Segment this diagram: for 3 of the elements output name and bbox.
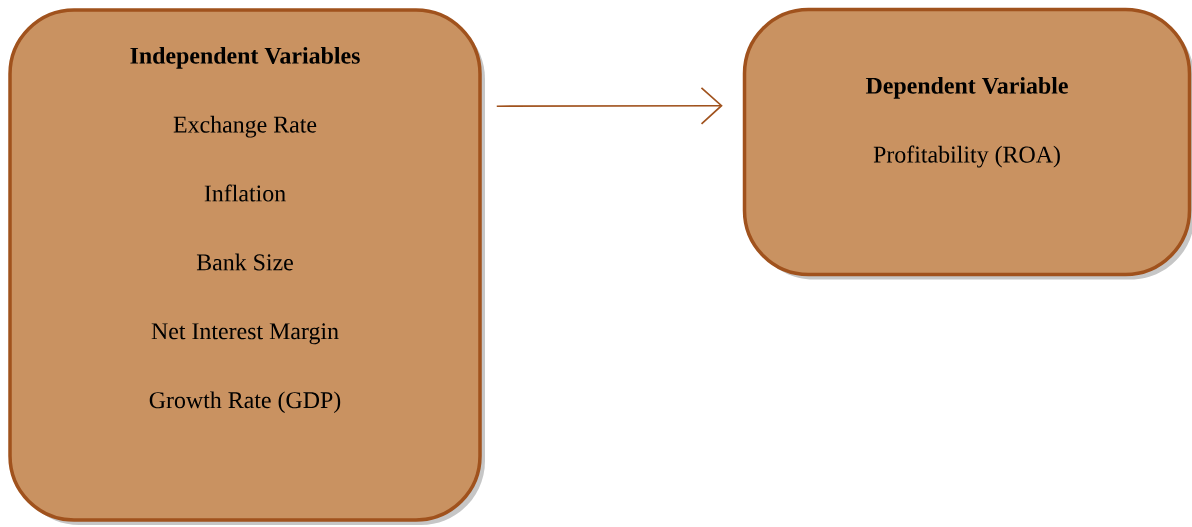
wooden-box: Dependent Variable Profitability (ROA) <box>742 7 1192 280</box>
arrow <box>495 86 723 125</box>
wooden-box: Independent Variables Exchange Rate Inflation Bank Size Net Interest Margin Growth Rate (GDP) <box>8 8 485 525</box>
